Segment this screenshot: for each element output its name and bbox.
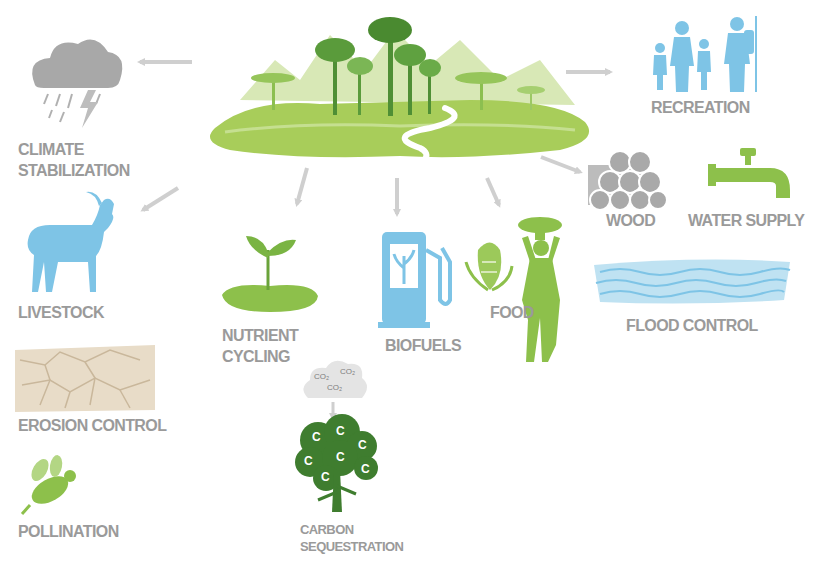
service-label: BIOFUELS <box>385 336 461 357</box>
cracked-earth <box>15 345 155 412</box>
service-label: POLLINATION <box>18 522 119 543</box>
food-figure <box>466 217 562 362</box>
co2-mark: CO₂ <box>340 368 355 376</box>
service-label: RECREATION <box>651 98 750 119</box>
goat <box>28 192 114 292</box>
carbon-mark: C <box>358 438 366 454</box>
service-label: WOOD <box>606 211 655 232</box>
service-label: FLOOD CONTROL <box>626 316 758 337</box>
rain-cloud <box>32 40 122 129</box>
carbon-mark: C <box>321 470 329 486</box>
water-waves <box>594 260 790 304</box>
carbon-mark: C <box>336 450 344 466</box>
service-label: LIVESTOCK <box>18 303 104 324</box>
seedling <box>222 236 318 312</box>
co2-mark: CO₂ <box>314 373 329 381</box>
carbon-mark: C <box>361 462 369 478</box>
service-label: WATER SUPPLY <box>688 211 804 232</box>
landscape <box>210 17 589 176</box>
fuel-pump <box>378 232 450 328</box>
service-label: EROSION CONTROL <box>18 416 166 437</box>
service-label: CLIMATE STABILIZATION <box>18 140 168 182</box>
arrows <box>140 62 610 214</box>
bee <box>22 454 76 514</box>
carbon-mark: C <box>312 430 320 446</box>
carbon-mark: C <box>336 424 344 440</box>
service-label: FOOD <box>490 303 534 324</box>
logs <box>588 151 667 210</box>
water-tap <box>708 148 790 198</box>
carbon-mark: C <box>304 454 312 470</box>
carbon-tree <box>295 361 378 512</box>
service-label: CARBON SEQUESTRATION <box>300 522 425 556</box>
co2-mark: CO₂ <box>327 384 342 392</box>
family <box>653 16 756 92</box>
service-label: NUTRIENT CYCLING <box>222 326 322 368</box>
